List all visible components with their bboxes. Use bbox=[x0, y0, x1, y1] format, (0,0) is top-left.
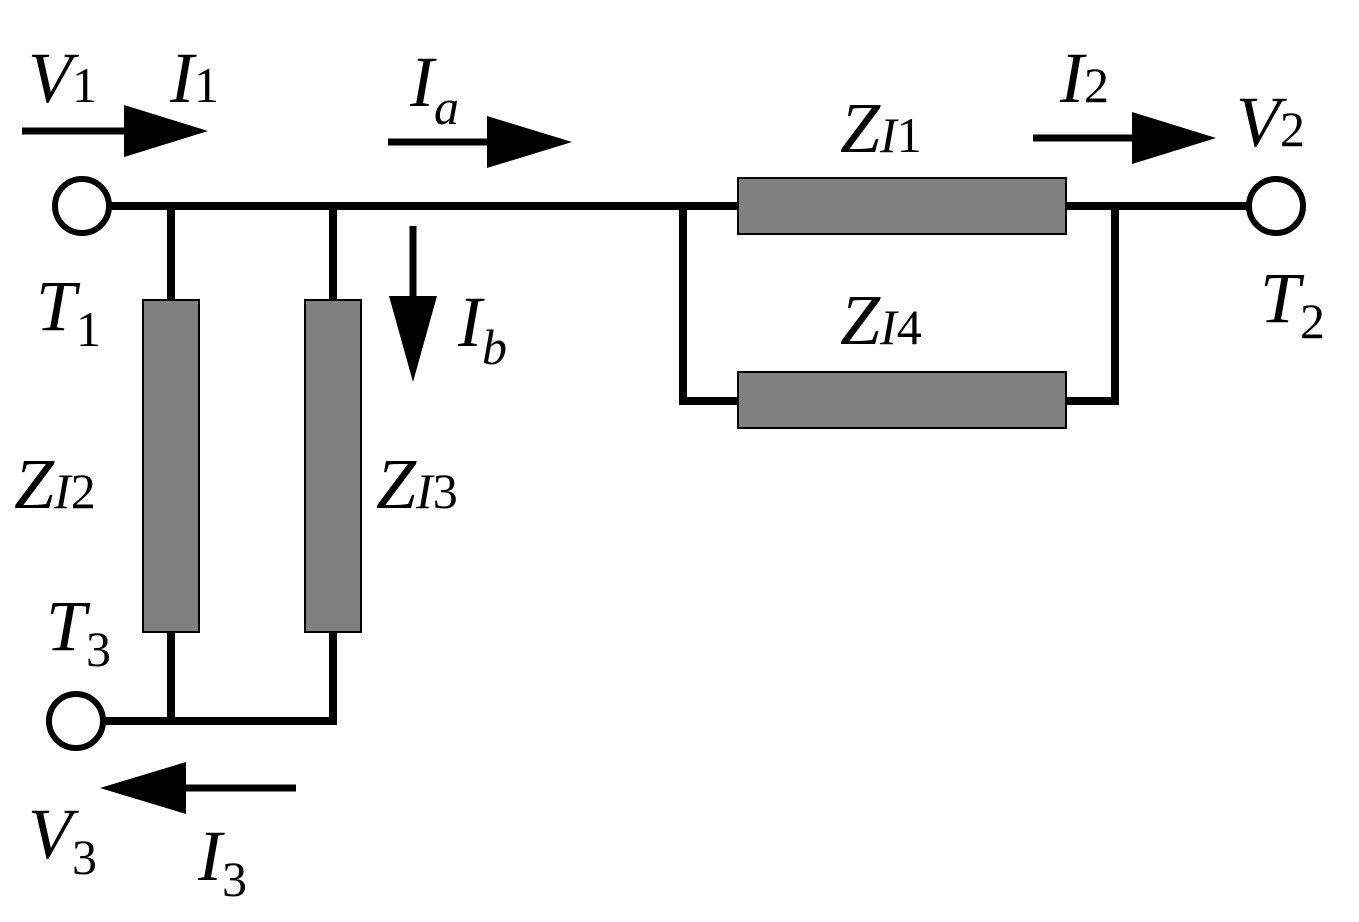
terminals bbox=[46, 176, 1306, 751]
impedances bbox=[142, 177, 1067, 633]
label-t3: T3 bbox=[46, 586, 111, 677]
label-v3: V3 bbox=[28, 794, 97, 885]
zi4-right-wire bbox=[1062, 202, 1119, 405]
arrow-ia-icon bbox=[388, 116, 572, 168]
label-v1: V1 bbox=[28, 38, 97, 118]
arrow-i2-icon bbox=[1033, 112, 1216, 164]
arrow-i3-icon bbox=[100, 762, 296, 814]
label-i1: I1 bbox=[169, 38, 219, 118]
label-t2: T2 bbox=[1260, 258, 1325, 349]
label-zi1: ZI1 bbox=[840, 88, 922, 168]
label-ib: Ib bbox=[457, 282, 507, 375]
label-ia: Ia bbox=[409, 42, 459, 135]
zi3-bottom-wire bbox=[100, 628, 337, 725]
arrow-ib-icon bbox=[389, 226, 437, 382]
arrow-i1-icon bbox=[22, 105, 208, 157]
label-v2: V2 bbox=[1236, 82, 1305, 162]
label-zi4: ZI4 bbox=[840, 280, 922, 360]
zi1-resistor bbox=[737, 177, 1067, 235]
zi4-resistor bbox=[737, 371, 1067, 429]
terminal-t2-node bbox=[1246, 176, 1306, 236]
label-i3: I3 bbox=[197, 816, 247, 907]
current-arrows bbox=[22, 105, 1216, 814]
label-zi2: ZI2 bbox=[14, 444, 96, 524]
wires bbox=[100, 202, 1252, 725]
zi2-resistor bbox=[142, 299, 200, 633]
labels: V1 I1 Ia ZI1 I2 V2 T1 T2 Ib bbox=[14, 38, 1325, 907]
label-t1: T1 bbox=[36, 266, 101, 357]
terminal-t3-node bbox=[46, 691, 106, 751]
label-zi3: ZI3 bbox=[376, 444, 458, 524]
label-i2: I2 bbox=[1059, 38, 1109, 118]
zi3-resistor bbox=[304, 299, 362, 633]
terminal-t1-node bbox=[52, 176, 112, 236]
zi4-left-wire bbox=[679, 202, 744, 405]
